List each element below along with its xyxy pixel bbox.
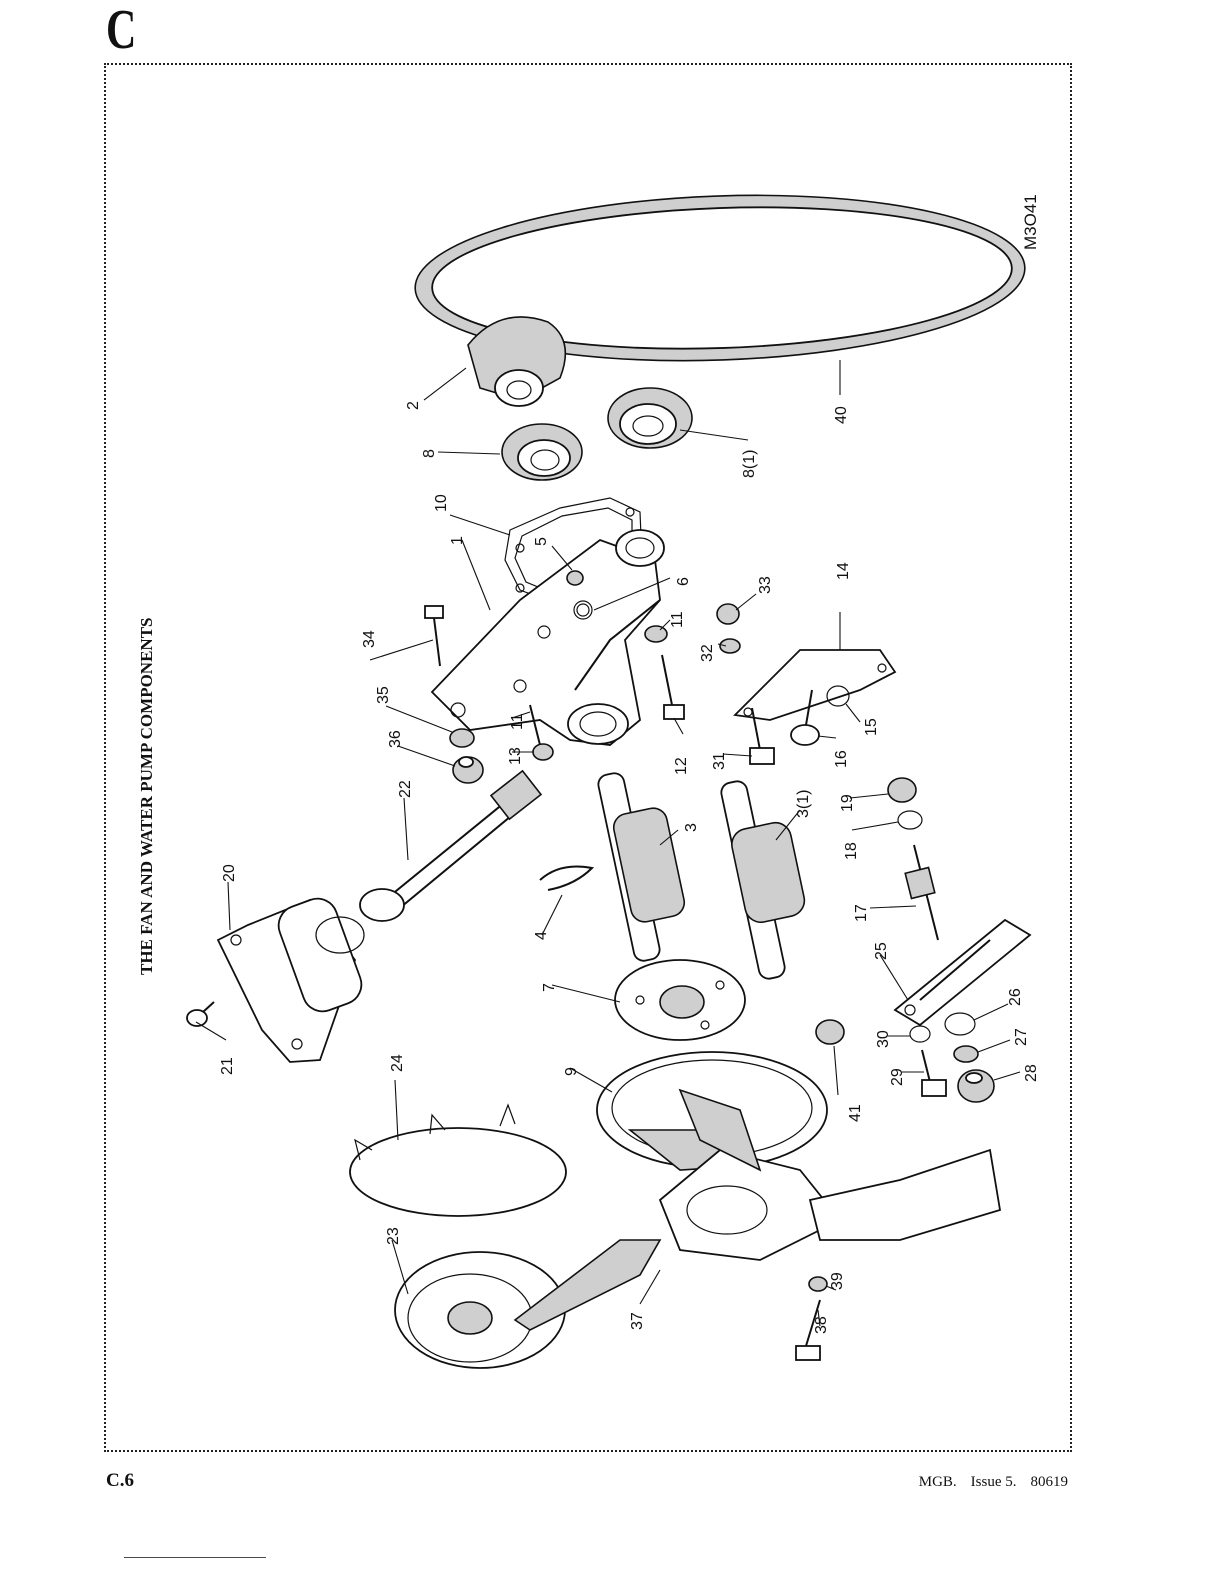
callout: 15 (863, 718, 880, 736)
callout: 33 (757, 576, 774, 594)
callout: 14 (835, 562, 852, 580)
callout: 23 (385, 1227, 402, 1245)
callout: 9 (563, 1067, 580, 1076)
nut-19-part (888, 778, 916, 802)
seal-alternative-part (608, 388, 692, 448)
footer-model: MGB. (919, 1474, 957, 1490)
page-number: C.6 (106, 1470, 134, 1492)
callout: 8(1) (741, 450, 758, 478)
figure-title: THE FAN AND WATER PUMP COMPONENTS (137, 618, 156, 976)
footer-issue: Issue 5. (971, 1474, 1017, 1490)
callout: 19 (839, 794, 856, 812)
callout: 5 (533, 537, 550, 546)
callout: 31 (711, 752, 728, 770)
callout: 11 (509, 713, 526, 730)
callout: 27 (1013, 1028, 1030, 1046)
callout: 30 (875, 1030, 892, 1048)
callout: 41 (847, 1104, 864, 1122)
footer-part-number: 80619 (1031, 1474, 1069, 1490)
washer-39-part (809, 1277, 827, 1291)
washer-18-part (898, 811, 922, 829)
callout: 2 (405, 401, 422, 410)
callout: 40 (833, 406, 850, 424)
fan-disc-part (350, 1105, 566, 1216)
stud-17-part (905, 845, 938, 940)
pulley-adaptor-part (468, 317, 565, 406)
callout: 18 (843, 842, 860, 860)
callout: 10 (433, 494, 450, 512)
washer-35-part (450, 729, 474, 747)
callout: 13 (507, 747, 524, 765)
callout: 34 (361, 630, 378, 648)
callout: 24 (389, 1054, 406, 1072)
nut-28-part (958, 1070, 994, 1102)
bolt-12-part (662, 655, 684, 719)
hub-part (615, 960, 745, 1040)
callout: 25 (873, 942, 890, 960)
bottom-rule (124, 1557, 266, 1558)
callout: 3 (683, 823, 700, 832)
spindle-bearing-part (597, 771, 687, 962)
callout: 22 (397, 780, 414, 798)
callout: 35 (375, 686, 392, 704)
callout: 1 (449, 536, 466, 545)
bolt-34-part (425, 606, 443, 666)
nut-36-part (453, 757, 483, 783)
circlip-part (540, 867, 592, 891)
bracket-14-part (735, 650, 895, 720)
washer-11-part (645, 626, 667, 642)
adjusting-link-part (895, 920, 1030, 1025)
callout: 17 (853, 904, 870, 922)
callout: 16 (833, 750, 850, 768)
callout: 6 (675, 577, 692, 586)
callout: 4 (533, 931, 550, 940)
callout: 11 (669, 611, 686, 628)
shaft-22-part (360, 771, 541, 921)
callout: 37 (629, 1312, 646, 1330)
callout: 39 (829, 1272, 846, 1290)
pump-housing-20-part (218, 893, 367, 1062)
seal-part (502, 424, 582, 480)
plug-part (567, 571, 583, 585)
callout: 28 (1023, 1064, 1040, 1082)
bolt-29-part (922, 1050, 946, 1096)
washer-30-part (910, 1026, 930, 1042)
nut-33-part (717, 604, 739, 624)
footer-reference: MGB. Issue 5. 80619 (919, 1474, 1068, 1491)
callout: 20 (221, 864, 238, 882)
water-pump-body-part (432, 530, 664, 745)
callout: 21 (219, 1057, 236, 1075)
washer-32-part (720, 639, 740, 653)
callout: 3(1) (795, 790, 812, 818)
callout: 29 (889, 1068, 906, 1086)
callout: 8 (421, 449, 438, 458)
callout: 26 (1007, 988, 1024, 1006)
washer-27-part (954, 1046, 978, 1062)
screw-21-part (187, 1002, 214, 1026)
callout: 38 (813, 1316, 830, 1334)
drawing-reference: M3O41 (1021, 194, 1040, 250)
washer-26-part (945, 1013, 975, 1035)
callout: 36 (387, 730, 404, 748)
spacer-41-part (816, 1020, 844, 1044)
callout: 12 (673, 757, 690, 775)
callout: 7 (541, 983, 558, 992)
callout: 32 (699, 644, 716, 662)
